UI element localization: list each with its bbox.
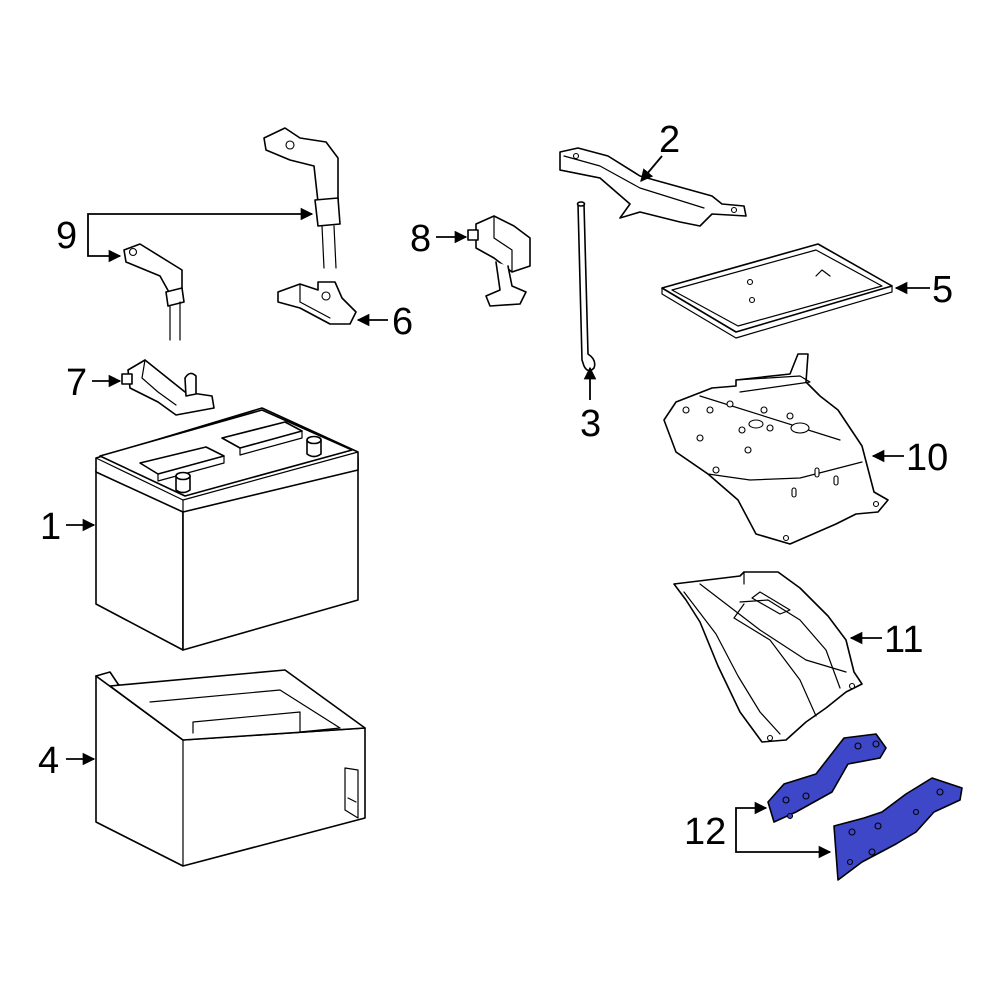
callout-numbers: 1 2 3 4 5 6 7 8 9 10 11 12	[38, 119, 953, 853]
callout-12: 12	[684, 811, 726, 853]
upper-bracket[interactable]	[767, 733, 887, 823]
lower-bracket[interactable]	[833, 777, 963, 881]
support-brackets[interactable]	[767, 733, 963, 881]
leader-12b	[735, 830, 832, 859]
hold-down-clamp[interactable]	[559, 147, 747, 227]
callout-7: 7	[66, 362, 87, 404]
positive-terminal-clamp[interactable]	[121, 359, 215, 416]
battery-sensor[interactable]	[467, 215, 531, 307]
leader-2	[640, 155, 663, 182]
callout-9: 9	[56, 215, 77, 257]
callout-2: 2	[659, 119, 680, 161]
negative-terminal[interactable]	[277, 281, 357, 325]
battery-insulator[interactable]	[661, 243, 893, 339]
callout-10: 10	[906, 437, 948, 479]
leader-9a	[87, 207, 314, 235]
battery-carrier[interactable]	[663, 353, 889, 545]
hold-down-rod[interactable]	[576, 201, 596, 372]
callout-3: 3	[580, 403, 601, 445]
callout-6: 6	[392, 301, 413, 343]
battery-tray[interactable]	[95, 669, 366, 867]
leader-12a	[735, 801, 768, 830]
leader-9b	[87, 235, 122, 263]
leader-lines	[66, 155, 930, 859]
callout-8: 8	[410, 218, 431, 260]
callout-5: 5	[932, 269, 953, 311]
callout-11: 11	[884, 619, 923, 661]
callout-1: 1	[40, 506, 61, 548]
battery[interactable]	[95, 407, 359, 651]
callout-4: 4	[38, 740, 59, 782]
battery-cables[interactable]	[123, 127, 341, 341]
support-panel[interactable]	[673, 571, 863, 743]
